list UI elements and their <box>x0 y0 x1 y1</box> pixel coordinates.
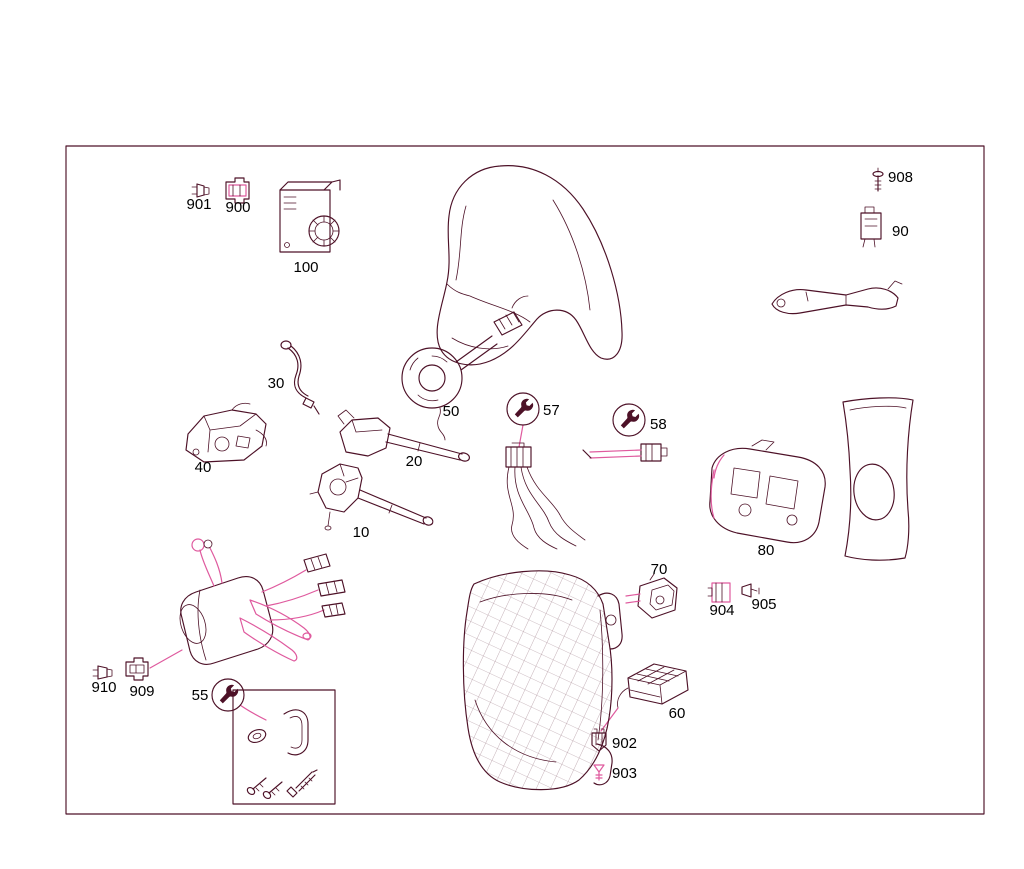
screw <box>262 781 283 800</box>
callout-57 <box>505 392 586 550</box>
part-label-901: 901 <box>186 196 211 213</box>
part-label-905: 905 <box>751 596 776 613</box>
part-30-cable <box>280 340 320 415</box>
part-label-909: 909 <box>129 683 154 700</box>
stalk-lever-right <box>771 280 903 315</box>
part-label-902: 902 <box>612 735 637 752</box>
small-parts-box <box>232 689 336 805</box>
connector-58 <box>640 443 668 462</box>
part-910-plug <box>92 665 113 680</box>
steering-wheel <box>436 165 623 366</box>
part-908-screw <box>872 167 884 192</box>
wiring-harness-57 <box>506 466 586 550</box>
bolt <box>286 769 318 798</box>
part-901-plug <box>191 183 210 198</box>
part-label-80: 80 <box>758 542 775 559</box>
part-label-60: 60 <box>669 705 686 722</box>
part-label-20: 20 <box>406 453 423 470</box>
washer <box>247 729 267 743</box>
part-90-sensor <box>860 206 882 248</box>
part-20-stalk-switch <box>337 409 470 462</box>
part-label-55: 55 <box>192 687 209 704</box>
screw <box>246 777 267 796</box>
lock-connector-b <box>317 579 346 597</box>
spring-clip <box>283 709 309 756</box>
part-label-903: 903 <box>612 765 637 782</box>
part-70-switch <box>625 573 678 619</box>
part-904-connector <box>707 582 731 603</box>
wrench-icon <box>506 392 540 426</box>
airbag-housing <box>462 570 623 791</box>
part-909-connector <box>125 657 149 681</box>
part-903-screw <box>593 764 605 781</box>
part-label-58: 58 <box>650 416 667 433</box>
steering-lock-assembly <box>149 538 346 669</box>
part-label-30: 30 <box>268 375 285 392</box>
part-100-ignition-switch <box>279 179 341 253</box>
steering-wheel-hub-connector <box>493 295 529 336</box>
wrench-icon <box>612 403 646 437</box>
callout-58 <box>582 403 668 462</box>
part-label-70: 70 <box>651 561 668 578</box>
diagram-border <box>65 145 985 815</box>
part-50-clock-spring <box>401 335 498 441</box>
part-label-900: 900 <box>225 199 250 216</box>
part-900-connector <box>225 177 250 204</box>
part-label-100: 100 <box>293 259 318 276</box>
trim-panel-right <box>842 397 914 561</box>
part-80-switch-cluster <box>709 439 826 544</box>
callout-55 <box>211 678 336 805</box>
part-label-90: 90 <box>892 223 909 240</box>
lock-connector-c <box>321 602 346 618</box>
connector-57 <box>505 442 532 468</box>
lock-connector-a <box>303 553 331 573</box>
part-label-910: 910 <box>91 679 116 696</box>
part-label-904: 904 <box>709 602 734 619</box>
wrench-icon <box>211 678 245 712</box>
part-905-plug <box>741 583 760 598</box>
part-label-40: 40 <box>195 459 212 476</box>
part-label-57: 57 <box>543 402 560 419</box>
part-label-908: 908 <box>888 169 913 186</box>
part-label-10: 10 <box>353 524 370 541</box>
part-labels: 901 900 100 908 90 30 50 57 58 40 20 10 … <box>91 169 913 782</box>
part-10-stalk-switch <box>309 463 434 531</box>
part-label-50: 50 <box>443 403 460 420</box>
part-40-switch-module <box>185 402 267 463</box>
